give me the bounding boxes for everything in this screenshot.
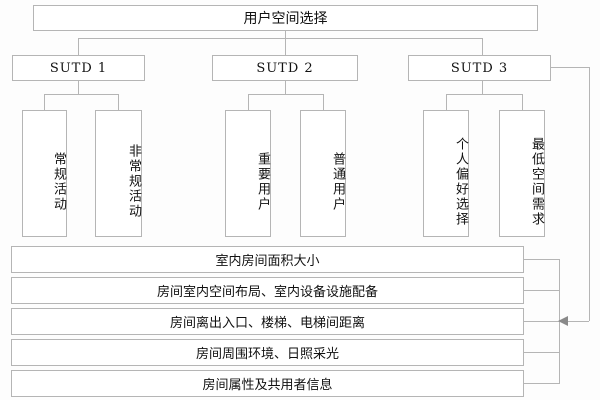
connector-sutd3-to-child2 bbox=[522, 94, 523, 110]
node-sutd-3-label: SUTD 3 bbox=[450, 60, 509, 76]
connector-sutd3-right-out bbox=[551, 67, 589, 68]
node-sutd-1: SUTD 1 bbox=[12, 55, 145, 81]
node-personal-preference-label: 个人偏好选择 bbox=[453, 136, 468, 227]
connector-bar2-to-bus bbox=[524, 290, 559, 291]
connector-sutd1-bus bbox=[44, 94, 119, 95]
node-important-user-label: 重要用户 bbox=[255, 151, 270, 212]
node-minimum-space-demand: 最低空间需求 bbox=[499, 110, 545, 237]
connector-root-stem bbox=[285, 31, 286, 38]
connector-sutd2-to-child1 bbox=[248, 94, 249, 110]
node-irregular-activity-label: 非常规活动 bbox=[126, 144, 141, 219]
node-important-user: 重要用户 bbox=[225, 110, 271, 237]
connector-sutd3-down bbox=[589, 67, 590, 321]
connector-bus-to-sutd2 bbox=[285, 38, 286, 55]
attribute-bar-layout-equipment: 房间室内空间布局、室内设备设施配备 bbox=[11, 277, 524, 304]
connector-sutd2-bus bbox=[248, 94, 323, 95]
connector-level2-bus bbox=[78, 38, 482, 39]
node-irregular-activity: 非常规活动 bbox=[95, 110, 142, 237]
node-minimum-space-demand-label: 最低空间需求 bbox=[529, 136, 544, 227]
connector-bar3-to-bus bbox=[524, 321, 559, 322]
connector-bus-to-sutd3 bbox=[482, 38, 483, 55]
attribute-bar-distance-exit-stairs-elevator-label: 房间离出入口、楼梯、电梯间距离 bbox=[169, 316, 365, 331]
node-personal-preference: 个人偏好选择 bbox=[423, 110, 469, 237]
attribute-bar-room-area-label: 室内房间面积大小 bbox=[215, 254, 320, 269]
node-ordinary-user: 普通用户 bbox=[300, 110, 346, 237]
attribute-bar-room-area: 室内房间面积大小 bbox=[11, 246, 524, 273]
node-sutd-2: SUTD 2 bbox=[212, 55, 358, 81]
node-sutd-2-label: SUTD 2 bbox=[256, 60, 314, 76]
attribute-bar-layout-equipment-label: 房间室内空间布局、室内设备设施配备 bbox=[156, 285, 378, 300]
connector-bar4-to-bus bbox=[524, 352, 559, 353]
node-sutd-3: SUTD 3 bbox=[408, 55, 551, 81]
connector-sutd3-bus bbox=[446, 94, 522, 95]
node-ordinary-user-label: 普通用户 bbox=[330, 151, 345, 212]
attribute-bar-distance-exit-stairs-elevator: 房间离出入口、楼梯、电梯间距离 bbox=[11, 308, 524, 335]
arrow-head-into-attribute-bus bbox=[558, 316, 568, 326]
root-node-user-space-selection: 用户空间选择 bbox=[33, 5, 538, 31]
node-regular-activity: 常规活动 bbox=[22, 110, 67, 237]
attribute-bar-surroundings-daylight-label: 房间周围环境、日照采光 bbox=[195, 347, 339, 362]
connector-sutd1-to-child1 bbox=[44, 94, 45, 110]
connector-bar1-to-bus bbox=[524, 259, 559, 260]
connector-sutd3-to-child1 bbox=[446, 94, 447, 110]
connector-sutd1-to-child2 bbox=[118, 94, 119, 110]
connector-sutd2-stem bbox=[285, 81, 286, 94]
attribute-bar-room-attributes-sharers: 房间属性及共用者信息 bbox=[11, 370, 524, 397]
connector-sutd3-stem bbox=[482, 81, 483, 94]
attribute-bar-room-attributes-sharers-label: 房间属性及共用者信息 bbox=[202, 378, 333, 393]
connector-sutd2-to-child2 bbox=[323, 94, 324, 110]
node-regular-activity-label: 常规活动 bbox=[51, 151, 66, 212]
root-node-label: 用户空间选择 bbox=[243, 11, 328, 27]
connector-bus-to-sutd1 bbox=[78, 38, 79, 55]
connector-bar5-to-bus bbox=[524, 383, 559, 384]
connector-sutd1-stem bbox=[78, 81, 79, 94]
connector-arrow-tail bbox=[568, 321, 589, 322]
node-sutd-1-label: SUTD 1 bbox=[49, 60, 108, 76]
attribute-bar-surroundings-daylight: 房间周围环境、日照采光 bbox=[11, 339, 524, 366]
